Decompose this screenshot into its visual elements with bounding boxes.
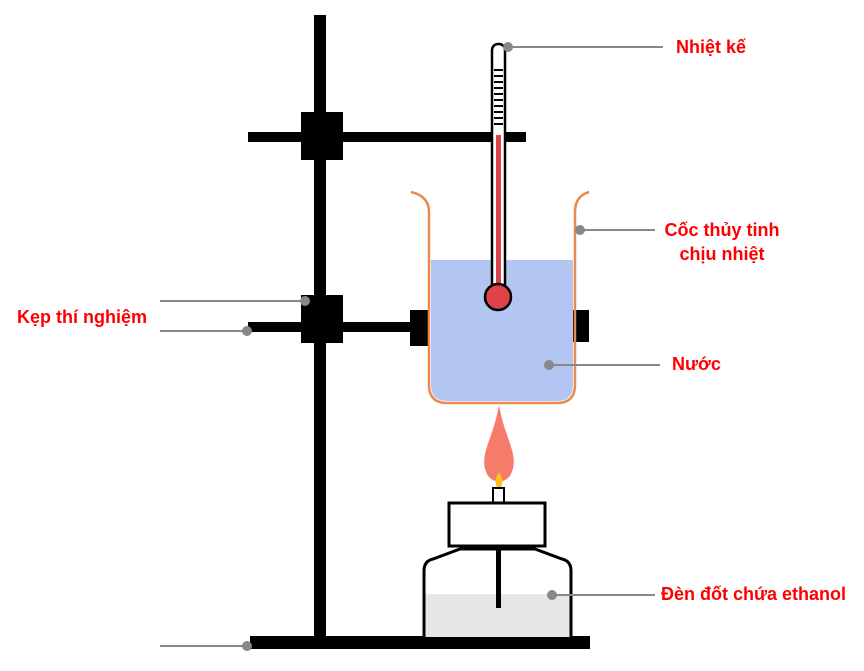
pointer-dot-clamp-lower	[242, 326, 252, 336]
upper-arm	[248, 132, 526, 142]
pointer-dot-clamp-upper	[300, 296, 310, 306]
thermometer-fluid-column	[496, 135, 501, 300]
flame-outer	[484, 405, 514, 482]
clamp-pad-left	[410, 310, 430, 346]
pointer-dot-lamp	[547, 590, 557, 600]
thermometer-scale-marks	[494, 69, 503, 125]
thermometer-bulb	[483, 282, 513, 312]
pointer-dot-base	[242, 641, 252, 651]
pointer-dot-beaker	[575, 225, 585, 235]
water-fill	[431, 260, 573, 401]
label-thermometer: Nhiệt kế	[676, 37, 747, 57]
flame-core	[495, 472, 503, 489]
upper-boss-head	[301, 112, 343, 160]
label-water: Nước	[672, 354, 721, 374]
label-beaker-line2: chịu nhiệt	[679, 244, 765, 264]
label-lamp: Đèn đốt chứa ethanol	[661, 584, 847, 604]
beaker-outline	[410, 190, 590, 405]
label-clamp: Kẹp thí nghiệm	[17, 307, 147, 327]
label-beaker-line1: Cốc thủy tinh	[664, 220, 780, 240]
stand-base	[250, 636, 590, 649]
clamp-pad-right	[573, 310, 589, 342]
pointer-dot-water	[544, 360, 554, 370]
lamp-cap	[447, 501, 547, 548]
lamp-wick	[496, 546, 501, 608]
pointer-dot-thermometer	[503, 42, 513, 52]
label-beaker: Cốc thủy tinh chịu nhiệt	[662, 218, 782, 266]
